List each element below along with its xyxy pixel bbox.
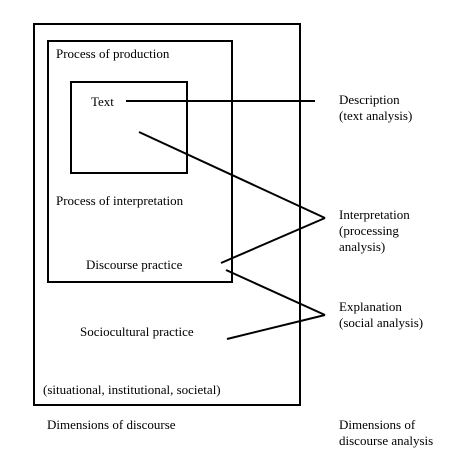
sociocultural-practice-box — [33, 23, 301, 406]
interpretation-label: Interpretation (processing analysis) — [339, 207, 410, 254]
discourse-practice-box — [47, 40, 233, 283]
text-box — [70, 81, 188, 174]
text-to-interpretation-line — [138, 131, 326, 219]
text-label: Text — [91, 94, 114, 109]
discourse-practice-to-interpretation-line — [220, 217, 326, 264]
dimensions-of-discourse-label: Dimensions of discourse — [47, 417, 176, 432]
contexts-label: (situational, institutional, societal) — [43, 382, 221, 397]
process-of-production-label: Process of production — [56, 46, 170, 61]
process-of-interpretation-label: Process of interpretation — [56, 193, 184, 208]
dimensions-of-discourse-analysis-label: Dimensions of discourse analysis — [339, 417, 434, 448]
description-label: Description (text analysis) — [339, 92, 413, 123]
discourse-practice-label: Discourse practice — [86, 257, 183, 272]
sociocultural-practice-label: Sociocultural practice — [80, 324, 194, 339]
sociocultural-to-explanation-line — [226, 314, 326, 340]
discourse-practice-to-explanation-line — [225, 269, 326, 316]
explanation-label: Explanation (social analysis) — [339, 299, 424, 330]
